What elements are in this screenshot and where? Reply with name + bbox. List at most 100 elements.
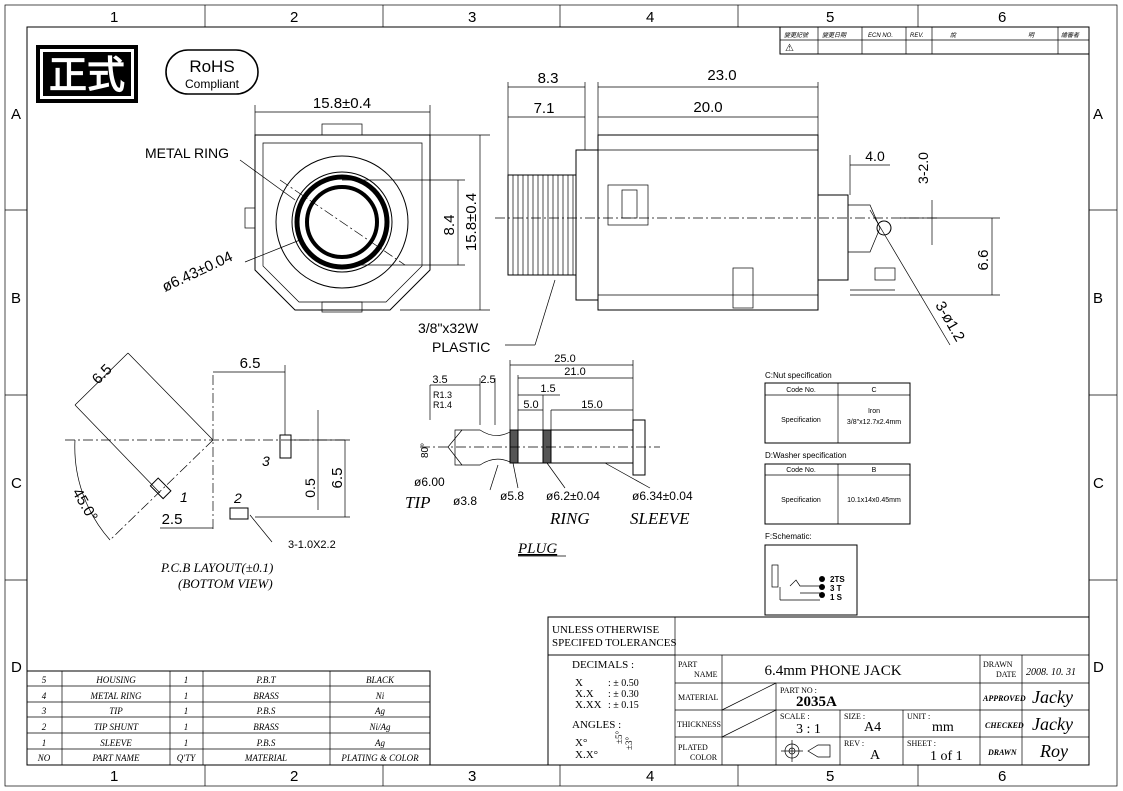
pcb-subtitle: (BOTTOM VIEW)	[178, 576, 273, 591]
row-label-c-right: C	[1093, 475, 1104, 492]
col-label-3-bottom: 3	[468, 768, 476, 785]
col-label-6: 6	[998, 9, 1006, 26]
approved-label: APPROVED	[982, 694, 1026, 703]
rev-header-rev: REV.	[910, 33, 924, 39]
part-label-1: PART	[678, 660, 697, 669]
col-label-4: 4	[646, 9, 654, 26]
tol-x-value: : ± 0.50	[608, 678, 639, 689]
bom-plating-cell: Ni	[375, 691, 385, 701]
title-block: UNLESS OTHERWISE SPECIFED TOLERANCES DEC…	[547, 616, 1090, 766]
inner-border	[26, 26, 1090, 766]
front-diameter-dim: ø6.43±0.04	[160, 248, 236, 295]
front-height-dim: 15.8±0.4	[463, 193, 480, 251]
schematic-pin-1s: 1 S	[830, 593, 843, 602]
plug-dim-2-5: 2.5	[480, 374, 495, 386]
bom-no-cell: 1	[42, 738, 47, 748]
row-label-a-right: A	[1093, 106, 1103, 123]
schematic-title: F:Schematic:	[765, 532, 812, 541]
thickness-label: THICKNESS	[677, 720, 721, 729]
tol-angle-1: X°	[575, 737, 587, 749]
checked-label: CHECKED	[985, 721, 1024, 730]
rev-label: REV :	[844, 739, 864, 748]
bom-part-name-header: PART NAME	[92, 753, 140, 763]
plug-d634: ø6.34±0.04	[632, 489, 693, 503]
plug-r14: R1.4	[433, 400, 452, 410]
side-dim-20: 20.0	[693, 99, 722, 116]
washer-row-label: Specification	[781, 497, 821, 504]
bom-qty-cell: 1	[184, 691, 189, 701]
side-dim-23: 23.0	[707, 67, 736, 84]
side-view: 8.3 7.1 23.0 20.0 4.0 3-2.0 6.6 3-ø1.2 3…	[418, 67, 1000, 355]
bom-no-cell: 4	[42, 691, 47, 701]
col-label-2: 2	[290, 9, 298, 26]
row-label-d-right: D	[1093, 659, 1104, 676]
drawn-date-label-2: DATE	[996, 670, 1017, 679]
washer-spec: D:Washer specification Code No. B Specif…	[764, 451, 911, 525]
bom-no-cell: 3	[41, 706, 47, 716]
pcb-pin-2: 2	[233, 490, 242, 506]
side-hole-dim: 3-ø1.2	[932, 299, 968, 345]
bom-plating-cell: Ag	[374, 706, 385, 716]
drawn-label: DRAWN	[987, 748, 1018, 757]
bom-material-cell: P.B.S	[256, 706, 276, 716]
plug-angle: 80°	[420, 443, 431, 458]
tol-xxx-value: : ± 0.15	[608, 700, 639, 711]
pcb-angle: 45.0°	[69, 486, 101, 525]
plug-r13: R1.3	[433, 390, 452, 400]
tol-xxx: X.XX	[575, 699, 602, 711]
bom-material-header: MATERIAL	[244, 753, 287, 763]
pcb-dim-diag: 6.5	[89, 361, 116, 388]
washer-col1: Code No.	[786, 467, 816, 474]
front-width-dim: 15.8±0.4	[313, 95, 371, 112]
schematic-pin-2ts: 2TS	[830, 575, 845, 584]
tol-xx-value: : ± 0.30	[608, 689, 639, 700]
rev-header-mark: 變更記號	[784, 31, 809, 39]
tol-decimals: DECIMALS :	[572, 659, 634, 671]
rev-warning-icon: ⚠	[785, 43, 794, 54]
bom-qty-cell: 1	[184, 722, 189, 732]
side-dim-4: 4.0	[865, 148, 885, 164]
bom-material-cell: BRASS	[253, 722, 279, 732]
thread-label: 3/8"x32W	[418, 320, 479, 336]
bom-qty-header: Q'TY	[177, 753, 196, 763]
plug-dim-1-5: 1.5	[540, 383, 555, 395]
bom-qty-cell: 1	[184, 675, 189, 685]
bom-part-name-cell: METAL RING	[90, 691, 142, 701]
checked-by: Jacky	[1032, 714, 1073, 734]
bom-material-cell: P.B.S	[256, 738, 276, 748]
nut-spec-title: C:Nut specification	[765, 371, 832, 380]
size-value: A4	[864, 720, 881, 735]
plug-d58: ø5.8	[500, 489, 524, 503]
approved-by: Jacky	[1032, 687, 1073, 707]
rev-header-date: 變更日期	[822, 31, 847, 39]
pcb-title: P.C.B LAYOUT(±0.1)	[160, 560, 273, 575]
side-dim-3-2: 3-2.0	[915, 152, 931, 184]
col-label-6-bottom: 6	[998, 768, 1006, 785]
plug-drawing: 25.0 21.0 3.5 2.5 1.5 5.0 15.0 R1.3 R1.4…	[405, 353, 693, 557]
drawn-date-label-1: DRAWN	[983, 660, 1013, 669]
rev-header-drawer: 繪審者	[1061, 31, 1080, 39]
washer-value: 10.1x14x0.45mm	[847, 497, 901, 504]
bom-no-cell: 2	[42, 722, 47, 732]
bom-plating-cell: Ni/Ag	[368, 722, 391, 732]
washer-col2: B	[872, 467, 877, 474]
tol-title-1: UNLESS OTHERWISE	[552, 624, 660, 636]
pcb-dim-0-5: 0.5	[302, 478, 318, 498]
nut-value2: 3/8"x12.7x2.4mm	[847, 419, 901, 426]
sheet-label: SHEET :	[907, 739, 936, 748]
drawn-by: Roy	[1039, 741, 1068, 761]
scale-label: SCALE :	[780, 712, 810, 721]
plug-d62: ø6.2±0.04	[546, 489, 600, 503]
bom-qty-cell: 1	[184, 738, 189, 748]
plug-dim-3-5: 3.5	[432, 374, 447, 386]
material-label: MATERIAL	[678, 693, 719, 702]
rev-header-desc2: 明	[1028, 32, 1035, 39]
plated-label-2: COLOR	[690, 753, 718, 762]
rev-header-ecn: ECN NO.	[868, 33, 893, 39]
sheet-value: 1 of 1	[930, 749, 963, 764]
col-label-3: 3	[468, 9, 476, 26]
rohs-badge: RoHS Compliant	[165, 49, 259, 95]
row-label-b-right: B	[1093, 290, 1103, 307]
